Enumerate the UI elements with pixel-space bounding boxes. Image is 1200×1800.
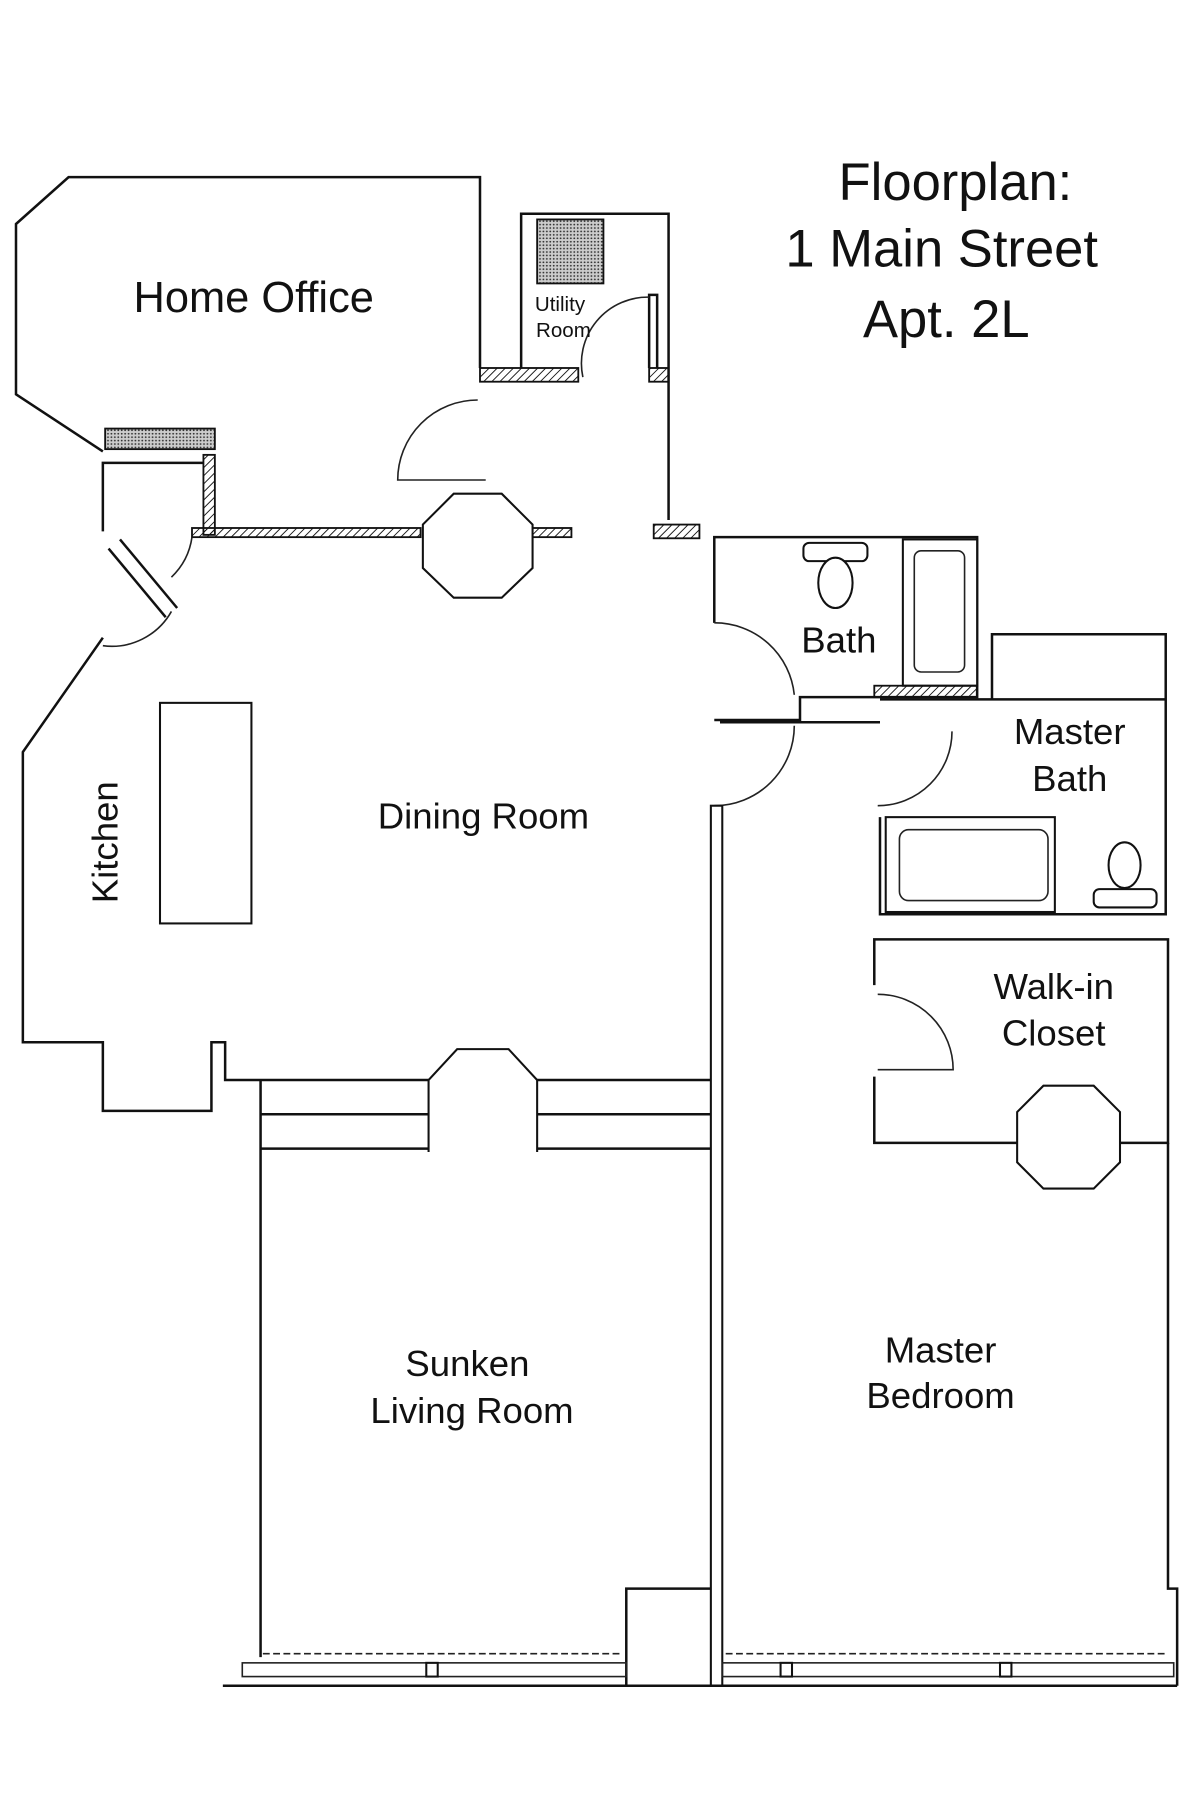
label-living-1: Sunken xyxy=(405,1343,529,1384)
bay-window xyxy=(427,1048,539,1152)
label-bedroom-2: Bedroom xyxy=(866,1375,1014,1416)
label-utility-1: Utility xyxy=(535,293,586,316)
master-bath xyxy=(714,633,1167,916)
sunken-living-room xyxy=(259,1048,711,1686)
label-bedroom-1: Master xyxy=(885,1329,997,1370)
master-toilet xyxy=(1107,841,1142,890)
label-utility-2: Room xyxy=(536,319,591,342)
bottom-windows xyxy=(222,1652,1178,1687)
bath-toilet xyxy=(817,556,854,610)
label-closet-1: Walk-in xyxy=(993,966,1114,1007)
home-office-shelf xyxy=(104,427,216,451)
label-bath: Bath xyxy=(801,620,876,661)
label-home-office: Home Office xyxy=(133,274,373,322)
label-master-bath-2: Bath xyxy=(1032,758,1107,799)
label-dining-room: Dining Room xyxy=(378,796,589,837)
bath xyxy=(713,535,979,722)
closet-column xyxy=(1016,1084,1122,1190)
label-kitchen: Kitchen xyxy=(85,781,126,903)
title-line-3: Apt. 2L xyxy=(863,290,1030,349)
column xyxy=(421,492,534,599)
label-master-bath-1: Master xyxy=(1014,711,1126,752)
walk-in-closet xyxy=(873,938,1170,1190)
utility-door-swing xyxy=(580,296,650,378)
kitchen-island xyxy=(158,701,253,925)
utility-unit xyxy=(536,218,605,285)
title-line-2: 1 Main Street xyxy=(785,219,1098,278)
utility-room xyxy=(396,212,670,520)
label-living-2: Living Room xyxy=(370,1390,573,1431)
master-toilet-tank xyxy=(1092,888,1158,909)
master-tub xyxy=(884,816,1056,914)
title-line-1: Floorplan: xyxy=(839,153,1073,212)
office-door-swing xyxy=(396,399,486,481)
home-office xyxy=(14,175,482,536)
dining-kitchen-wall xyxy=(21,636,429,1113)
label-closet-2: Closet xyxy=(1002,1013,1106,1054)
bath-door-swing xyxy=(714,622,796,695)
